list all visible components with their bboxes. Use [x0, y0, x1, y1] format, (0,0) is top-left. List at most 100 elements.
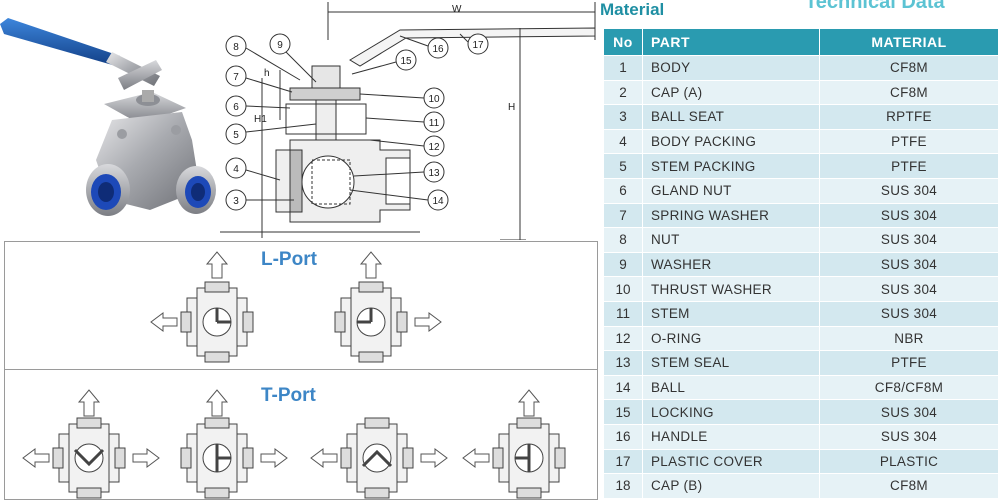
t-port-panel: T-Port: [4, 369, 598, 500]
svg-text:3: 3: [233, 196, 239, 207]
svg-text:7: 7: [233, 72, 239, 83]
row-part: STEM: [642, 300, 820, 327]
callout-16: 16: [399, 35, 449, 59]
row-part: NUT: [642, 227, 820, 253]
row-number: 6: [603, 177, 643, 204]
row-material: PTFE: [819, 128, 999, 155]
callout-15: 15: [351, 49, 417, 75]
row-number: 15: [603, 399, 643, 425]
header-part: PART: [642, 28, 820, 56]
technical-data-heading: Technical Data: [805, 0, 945, 13]
row-part: THRUST WASHER: [642, 276, 820, 302]
row-number: 13: [603, 350, 643, 376]
row-number: 8: [603, 227, 643, 253]
row-number: 11: [603, 300, 643, 327]
row-material: SUS 304: [819, 276, 999, 302]
cross-section-drawing: W H h H1 8 9 7 6 5 4 3 16 17 15 10 11 12…: [220, 2, 596, 240]
row-material: PLASTIC: [819, 448, 999, 475]
dim-w-label: W: [452, 4, 462, 15]
row-number: 17: [603, 448, 643, 475]
dim-h1-label: H1: [254, 114, 267, 125]
dim-h-small-label: h: [264, 68, 270, 79]
svg-text:12: 12: [428, 142, 440, 153]
row-part: O-RING: [642, 325, 820, 352]
row-number: 16: [603, 423, 643, 450]
row-material: SUS 304: [819, 300, 999, 327]
callout-14: 14: [349, 189, 449, 211]
row-material: PTFE: [819, 153, 999, 179]
callout-3: 3: [225, 189, 294, 211]
svg-text:15: 15: [400, 56, 412, 67]
l-port-panel: L-Port: [4, 241, 598, 371]
row-number: 9: [603, 251, 643, 278]
row-material: CF8/CF8M: [819, 374, 999, 401]
header-material: MATERIAL: [819, 28, 999, 56]
callout-5: 5: [225, 123, 317, 145]
row-number: 14: [603, 374, 643, 401]
t-port-diagrams: [22, 389, 566, 499]
callout-11: 11: [365, 111, 445, 133]
row-part: CAP (A): [642, 79, 820, 106]
header-no: No: [603, 28, 643, 56]
row-material: NBR: [819, 325, 999, 352]
callout-10: 10: [359, 87, 445, 109]
row-number: 12: [603, 325, 643, 352]
callout-9: 9: [269, 33, 317, 83]
row-part: GLAND NUT: [642, 177, 820, 204]
row-part: PLASTIC COVER: [642, 448, 820, 475]
row-material: CF8M: [819, 55, 999, 81]
dim-h-label: H: [508, 102, 515, 113]
row-number: 5: [603, 153, 643, 179]
svg-text:11: 11: [429, 118, 440, 129]
t-port-label: T-Port: [261, 385, 316, 406]
svg-text:8: 8: [233, 42, 239, 53]
row-part: STEM SEAL: [642, 350, 820, 376]
row-part: BODY: [642, 55, 820, 81]
l-port-label: L-Port: [261, 249, 317, 270]
callout-6: 6: [225, 95, 291, 117]
row-part: STEM PACKING: [642, 153, 820, 179]
svg-text:6: 6: [233, 102, 239, 113]
row-part: BALL: [642, 374, 820, 401]
row-material: SUS 304: [819, 251, 999, 278]
table-header-row: No PART MATERIAL: [603, 28, 999, 56]
row-part: SPRING WASHER: [642, 202, 820, 229]
row-number: 2: [603, 79, 643, 106]
svg-text:17: 17: [472, 40, 484, 51]
l-port-diagrams: [150, 251, 442, 363]
material-section-title: Material: [600, 0, 665, 19]
row-part: WASHER: [642, 251, 820, 278]
callout-4: 4: [225, 157, 281, 181]
row-material: SUS 304: [819, 177, 999, 204]
row-part: BALL SEAT: [642, 104, 820, 130]
svg-text:16: 16: [432, 44, 444, 55]
row-number: 18: [603, 473, 643, 499]
row-part: HANDLE: [642, 423, 820, 450]
row-number: 1: [603, 55, 643, 81]
handle-grip-shape: [0, 18, 120, 66]
row-material: SUS 304: [819, 423, 999, 450]
valve-photo: [0, 18, 216, 216]
svg-text:10: 10: [428, 94, 440, 105]
svg-text:9: 9: [277, 40, 283, 51]
row-material: RPTFE: [819, 104, 999, 130]
svg-text:14: 14: [432, 196, 444, 207]
row-material: SUS 304: [819, 202, 999, 229]
row-material: CF8M: [819, 473, 999, 499]
